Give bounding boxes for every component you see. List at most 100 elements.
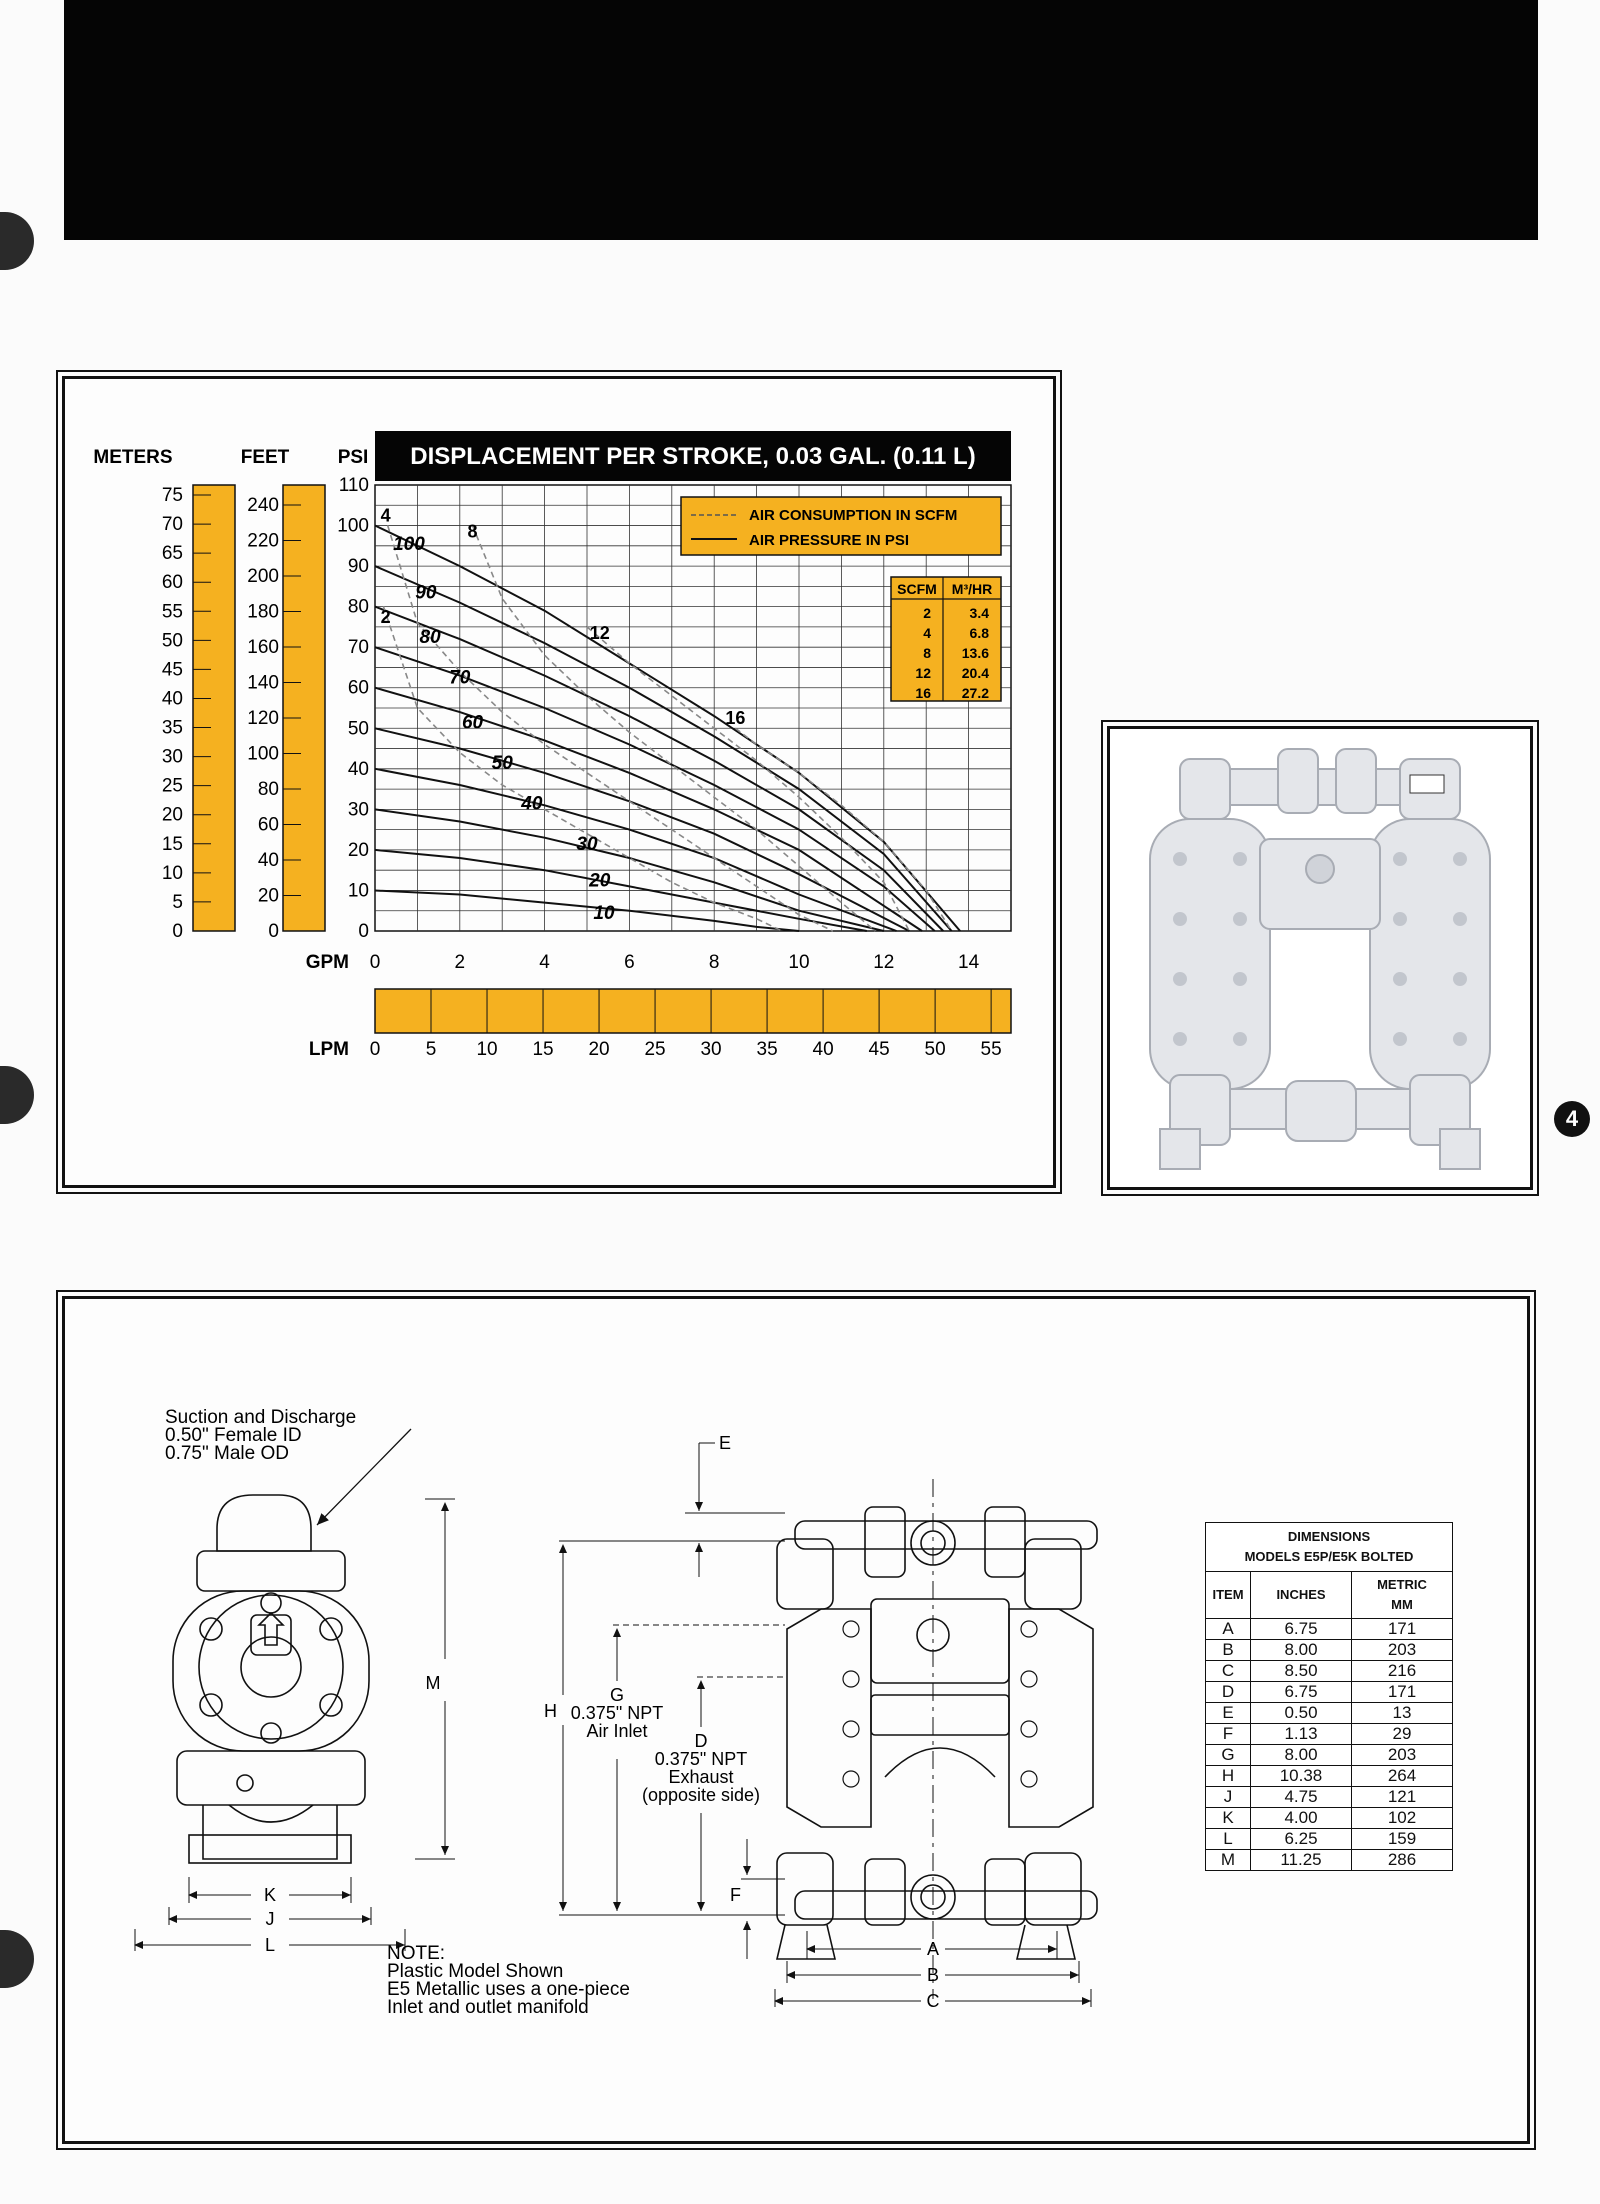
inches-cell: 8.00 [1250,1744,1352,1766]
conversion-table-scfm: 16 [915,685,931,701]
header-metric: METRIC MM [1351,1571,1453,1619]
pressure-curve [374,808,885,932]
conversion-table-m3hr: 27.2 [962,685,989,701]
meters-tick-label: 30 [162,747,183,768]
pressure-curve [374,848,867,932]
pressure-curve [374,565,953,932]
pressure-curve-label: 10 [593,903,615,924]
meters-tick-label: 50 [162,630,183,651]
lpm-tick-label: 15 [532,1039,553,1060]
pressure-curve [374,524,961,932]
conversion-table-scfm: 4 [923,625,931,641]
pump-photo [1110,729,1530,1187]
dim-label-f: F [730,1885,741,1905]
suction-note-line1: Suction and Discharge [165,1407,356,1428]
gpm-tick-label: 12 [873,952,894,973]
lpm-tick-label: 30 [700,1039,721,1060]
meters-scale-bar [192,484,236,932]
scfm-curves [382,525,953,932]
psi-tick-label: 50 [348,718,369,739]
psi-tick-label: 90 [348,556,369,577]
scfm-curve-label: 16 [725,708,745,728]
item-cell: B [1205,1639,1251,1661]
lpm-tick-label: 35 [757,1039,778,1060]
lpm-tick-label: 10 [476,1039,497,1060]
dimensions-table-header-row: ITEM INCHES METRIC MM [1205,1571,1453,1619]
feet-tick-label: 60 [258,815,279,836]
pressure-curve-label: 100 [393,534,425,555]
item-cell: H [1205,1765,1251,1787]
dim-label-j: J [266,1909,275,1929]
header-bar [64,0,1538,240]
lpm-tick-label: 50 [925,1039,946,1060]
inches-cell: 8.50 [1250,1660,1352,1682]
lpm-tick-label: 0 [370,1039,381,1060]
gpm-tick-label: 2 [455,952,466,973]
side-view-drawing [172,1494,370,1864]
feet-tick-label: 120 [247,708,279,729]
meters-tick-label: 25 [162,776,183,797]
item-cell: L [1205,1828,1251,1850]
scfm-curve [586,626,910,932]
header-item: ITEM [1205,1571,1251,1619]
dim-label-c: C [927,1991,940,2011]
pressure-curve-label: 40 [520,793,543,814]
dim-label-l: L [265,1935,275,1955]
conversion-table-m3hr: 3.4 [970,605,990,621]
meters-tick-label: 60 [162,572,183,593]
scfm-curve-label: 8 [468,522,478,542]
meters-tick-label: 20 [162,805,183,826]
inches-cell: 11.25 [1250,1849,1352,1871]
psi-tick-label: 40 [348,759,369,780]
feet-tick-label: 180 [247,602,279,623]
feet-tick-label: 140 [247,673,279,694]
item-cell: D [1205,1681,1251,1703]
exhaust-line3: (opposite side) [642,1785,760,1805]
psi-tick-label: 110 [339,475,369,496]
metric-cell: 171 [1351,1681,1453,1703]
meters-tick-label: 10 [162,863,183,884]
meters-tick-label: 35 [162,718,183,739]
feet-tick-label: 220 [247,531,279,552]
inches-cell: 10.38 [1250,1765,1352,1787]
scfm-curve-label: 12 [590,623,610,643]
meters-tick-label: 15 [162,834,183,855]
pressure-curve-label: 30 [576,834,598,855]
metric-cell: 203 [1351,1744,1453,1766]
psi-tick-label: 10 [348,880,369,901]
dimensions-table-caption: DIMENSIONS MODELS E5P/E5K BOLTED [1205,1522,1453,1572]
inches-cell: 4.00 [1250,1807,1352,1829]
inches-cell: 6.25 [1250,1828,1352,1850]
legend-air-consumption: AIR CONSUMPTION IN SCFM [749,507,957,524]
psi-tick-label: 20 [348,840,369,861]
feet-tick-label: 80 [258,779,279,800]
inches-cell: 4.75 [1250,1786,1352,1808]
dim-label-h: H [544,1701,557,1721]
metric-cell: 286 [1351,1849,1453,1871]
lpm-tick-label: 5 [426,1039,437,1060]
feet-tick-label: 40 [258,850,279,871]
air-inlet-line1: 0.375" NPT [571,1703,663,1723]
inches-cell: 6.75 [1250,1618,1352,1640]
item-cell: E [1205,1702,1251,1724]
item-cell: G [1205,1744,1251,1766]
dimensions-caption-line1: DIMENSIONS [1287,1529,1371,1544]
punch-hole [0,1930,34,1988]
legend-box [680,496,1002,556]
dimensions-table: DIMENSIONS MODELS E5P/E5K BOLTED ITEM IN… [1205,1522,1453,1871]
metric-cell: 121 [1351,1786,1453,1808]
conversion-table-scfm: SCFM [897,581,937,597]
dim-label-m: M [426,1673,441,1693]
conversion-table-scfm: 2 [923,605,931,621]
